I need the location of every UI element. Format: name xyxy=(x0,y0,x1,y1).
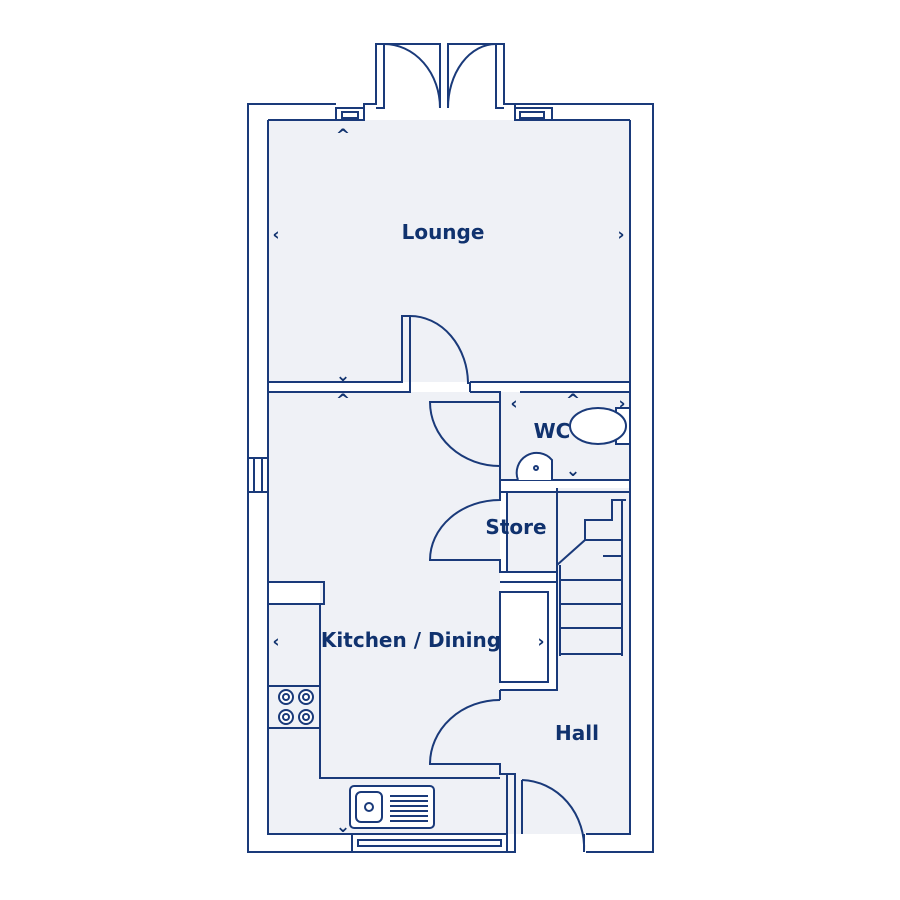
room-label-lounge: Lounge xyxy=(402,220,485,244)
room-label-wc: WC xyxy=(534,419,571,443)
svg-text:⌄: ⌄ xyxy=(336,817,350,837)
svg-text:^: ^ xyxy=(336,391,350,411)
room-labels: Lounge WC Store Kitchen / Dining Hall xyxy=(321,220,599,745)
svg-text:›: › xyxy=(618,394,625,414)
room-label-hall: Hall xyxy=(555,721,599,745)
toilet-icon xyxy=(569,407,631,445)
hob-icon xyxy=(278,689,314,725)
svg-text:⌄: ⌄ xyxy=(336,366,350,386)
room-label-kitchen-dining: Kitchen / Dining xyxy=(321,628,501,652)
svg-text:‹: ‹ xyxy=(272,225,279,245)
walls xyxy=(247,43,654,853)
svg-text:⌄: ⌄ xyxy=(566,461,580,481)
svg-text:›: › xyxy=(537,632,544,652)
svg-text:‹: ‹ xyxy=(272,632,279,652)
svg-text:^: ^ xyxy=(336,126,350,146)
svg-text:‹: ‹ xyxy=(510,394,517,414)
stairs-icon xyxy=(556,499,626,656)
chevron-icon: ^ ‹ › ⌄ ^ ‹ ^ › ⌄ ‹ › ⌄ xyxy=(272,126,625,837)
sink-icon xyxy=(349,785,435,829)
room-label-store: Store xyxy=(485,515,546,539)
basin-icon xyxy=(515,451,553,481)
svg-text:›: › xyxy=(617,225,624,245)
svg-text:^: ^ xyxy=(566,391,580,411)
